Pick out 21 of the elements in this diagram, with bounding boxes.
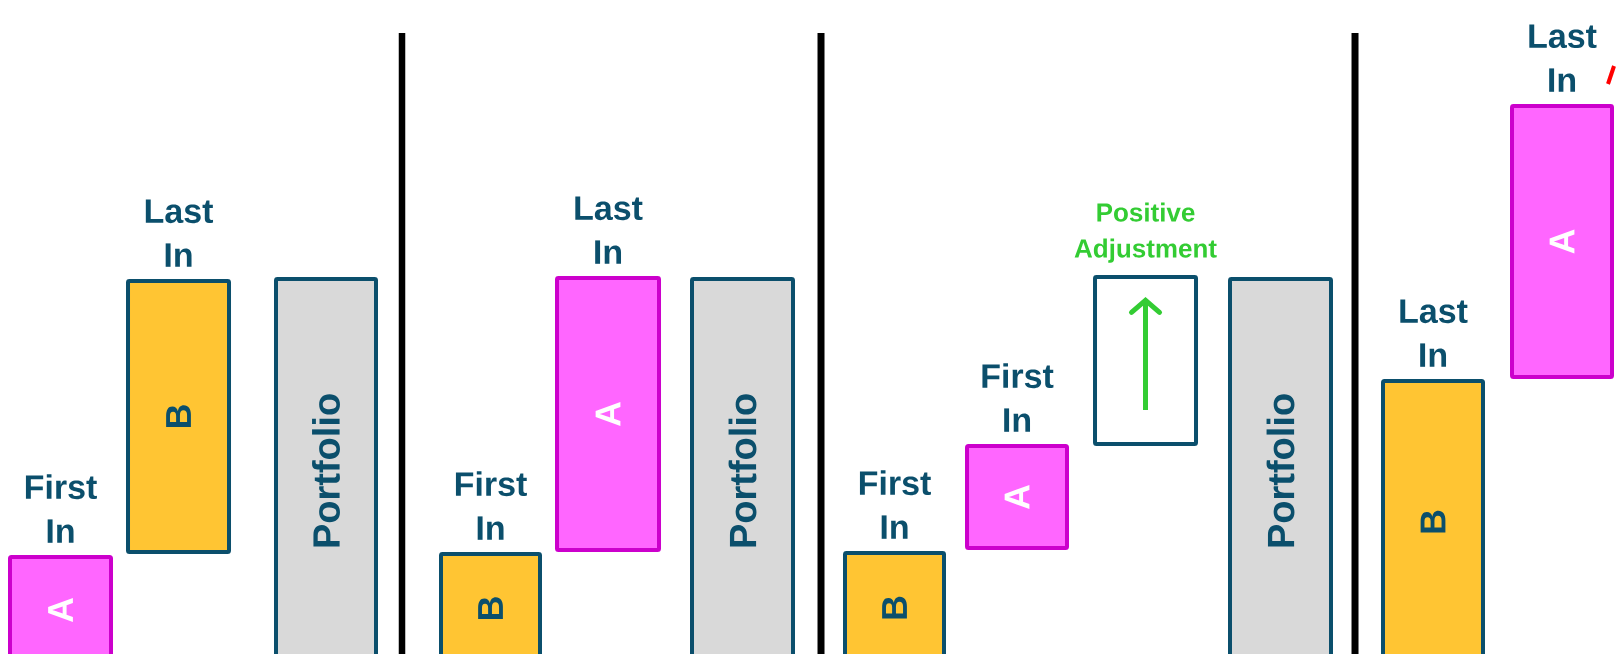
portfolio-bar: Portfolio xyxy=(274,277,378,654)
block-bar: B xyxy=(843,551,946,654)
portfolio-bar: Portfolio xyxy=(690,277,795,654)
caption-text: Last In xyxy=(145,199,214,267)
block-bar: B xyxy=(126,279,231,554)
adjustment-box xyxy=(1093,275,1198,446)
portfolio-bar: Portfolio xyxy=(1228,277,1333,654)
caption-text: First In xyxy=(25,474,97,543)
caption-text: Last In xyxy=(1400,299,1468,367)
block-bar: A xyxy=(1510,104,1614,379)
block-bar: B xyxy=(439,552,542,654)
caption-text: Last In xyxy=(575,196,643,264)
block-bar: A xyxy=(965,444,1069,550)
caption-text: First In xyxy=(982,363,1054,432)
block-bar: A xyxy=(8,555,113,654)
caption-text: Positive Adjustment xyxy=(1074,202,1217,263)
block-bar: B xyxy=(1381,379,1485,654)
block-bar: A xyxy=(555,276,661,552)
caption-text: First In xyxy=(859,470,931,539)
caption-text: First In xyxy=(455,471,527,540)
caption-text: Last In xyxy=(1529,24,1597,92)
